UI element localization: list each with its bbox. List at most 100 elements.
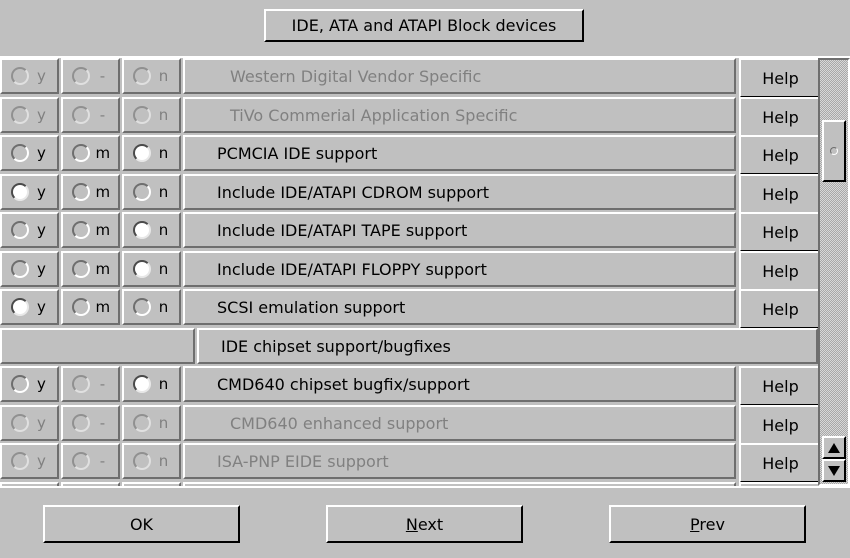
radio-circle-icon xyxy=(10,221,29,239)
option-label: Include IDE/ATAPI FLOPPY support xyxy=(183,251,736,287)
radio-m-option[interactable]: m xyxy=(61,135,120,171)
radio-m-option[interactable]: m xyxy=(61,174,120,210)
option-label: TiVo Commerial Application Specific xyxy=(183,97,736,133)
scrollbar-thumb[interactable] xyxy=(822,120,846,182)
radio-circle-icon xyxy=(132,452,151,470)
radio-n-option[interactable]: n xyxy=(122,135,181,171)
radio-circle-icon xyxy=(132,414,151,432)
radio-m-option: - xyxy=(61,443,120,479)
radio-circle-icon xyxy=(132,375,151,393)
radio-m-option[interactable]: m xyxy=(61,212,120,248)
radio-circle-icon xyxy=(71,67,90,85)
help-button[interactable]: Help xyxy=(739,405,818,445)
help-button[interactable]: Help xyxy=(739,212,818,252)
option-label: SCSI emulation support xyxy=(183,289,736,325)
vertical-scrollbar[interactable] xyxy=(818,58,850,486)
help-button[interactable]: Help xyxy=(739,97,818,137)
radio-y-option: y xyxy=(0,443,59,479)
radio-m-label: - xyxy=(99,375,106,393)
help-button-partial xyxy=(739,482,818,486)
radio-y-label: y xyxy=(37,260,46,278)
radio-m-label: m xyxy=(95,183,111,201)
radio-circle-icon xyxy=(132,260,151,278)
radio-y-option: y xyxy=(0,405,59,441)
section-header-label: IDE chipset support/bugfixes xyxy=(197,328,818,364)
radio-y-option[interactable]: y xyxy=(0,289,59,325)
help-button[interactable]: Help xyxy=(739,58,818,98)
radio-y-label: y xyxy=(37,452,46,470)
radio-n-option: n xyxy=(122,443,181,479)
radio-n-option[interactable]: n xyxy=(122,212,181,248)
radio-n-label: n xyxy=(158,221,169,239)
help-button[interactable]: Help xyxy=(739,251,818,291)
radio-y-option[interactable]: y xyxy=(0,366,59,402)
radio-n-option[interactable]: n xyxy=(122,174,181,210)
help-button-label: Help xyxy=(762,145,799,165)
radio-circle-icon xyxy=(132,144,151,162)
scroll-down-button[interactable] xyxy=(822,459,846,482)
radio-circle-icon xyxy=(10,452,29,470)
prev-button[interactable]: Prev xyxy=(609,505,806,543)
radio-y-label: y xyxy=(37,221,46,239)
help-button-label: Help xyxy=(762,376,799,396)
radio-y-option[interactable]: y xyxy=(0,174,59,210)
radio-n-option[interactable]: n xyxy=(122,289,181,325)
radio-circle-icon xyxy=(71,375,90,393)
radio-y-option[interactable]: y xyxy=(0,212,59,248)
radio-circle-icon xyxy=(132,67,151,85)
help-button-label: Help xyxy=(762,107,799,127)
help-button[interactable]: Help xyxy=(739,174,818,214)
radio-circle-icon xyxy=(71,144,90,162)
section-title-button[interactable]: IDE, ATA and ATAPI Block devices xyxy=(264,9,584,42)
radio-y-label: y xyxy=(37,414,46,432)
radio-circle-icon xyxy=(10,298,29,316)
next-button[interactable]: Next xyxy=(326,505,523,543)
radio-m-label: m xyxy=(95,260,111,278)
option-label: CMD640 enhanced support xyxy=(183,405,736,441)
help-button[interactable]: Help xyxy=(739,443,818,483)
radio-n-option[interactable]: n xyxy=(122,251,181,287)
radio-n-option[interactable]: n xyxy=(122,366,181,402)
radio-circle-icon xyxy=(10,375,29,393)
help-button-label: Help xyxy=(762,222,799,242)
radio-y-option[interactable]: y xyxy=(0,251,59,287)
help-button[interactable]: Help xyxy=(739,135,818,175)
radio-y-option: y xyxy=(0,97,59,133)
section-header-row: IDE chipset support/bugfixes xyxy=(0,328,818,366)
option-row-partial xyxy=(0,482,818,486)
option-label: Include IDE/ATAPI TAPE support xyxy=(183,212,736,248)
radio-m-label: - xyxy=(99,414,106,432)
help-button[interactable]: Help xyxy=(739,366,818,406)
radio-circle-icon xyxy=(10,183,29,201)
radio-m-option[interactable]: m xyxy=(61,289,120,325)
ok-button[interactable]: OK xyxy=(43,505,240,543)
radio-m-label: - xyxy=(99,452,106,470)
arrow-up-icon xyxy=(828,442,840,453)
radio-m-option: - xyxy=(61,58,120,94)
radio-circle-icon xyxy=(71,260,90,278)
help-button-label: Help xyxy=(762,453,799,473)
radio-y-option[interactable]: y xyxy=(0,135,59,171)
radio-cell-partial xyxy=(122,482,181,486)
help-button[interactable]: Help xyxy=(739,289,818,329)
radio-m-option[interactable]: m xyxy=(61,251,120,287)
radio-m-option: - xyxy=(61,366,120,402)
radio-n-label: n xyxy=(158,67,169,85)
bottom-divider xyxy=(0,486,850,488)
radio-circle-icon xyxy=(10,260,29,278)
radio-circle-icon xyxy=(71,183,90,201)
help-button-label: Help xyxy=(762,68,799,88)
prev-button-label: Prev xyxy=(690,514,725,534)
radio-n-label: n xyxy=(158,144,169,162)
radio-m-label: m xyxy=(95,144,111,162)
section-title-label: IDE, ATA and ATAPI Block devices xyxy=(291,16,557,35)
section-spacer xyxy=(0,328,195,364)
radio-circle-icon xyxy=(71,452,90,470)
radio-m-label: m xyxy=(95,298,111,316)
radio-circle-icon xyxy=(132,183,151,201)
scroll-up-button[interactable] xyxy=(822,436,846,459)
